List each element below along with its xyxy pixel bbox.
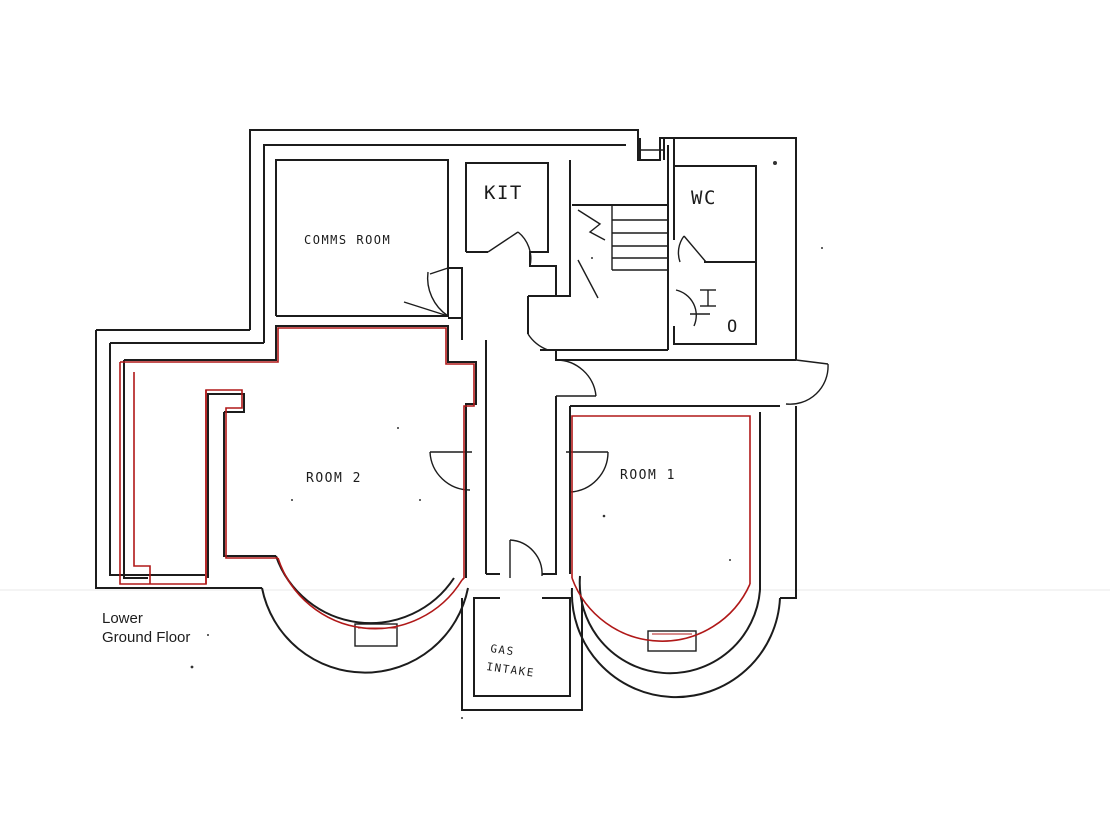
bay-window-room1 bbox=[647, 630, 697, 652]
room-1-label: ROOM 1 bbox=[620, 468, 676, 483]
outer-walls bbox=[95, 129, 797, 699]
room-1: ROOM 1 bbox=[569, 406, 761, 675]
comms-room: COMMS ROOM bbox=[275, 159, 449, 317]
comms-room-label: COMMS ROOM bbox=[304, 233, 391, 247]
boiler-symbol: O bbox=[727, 317, 739, 337]
gas-intake-label-line1: GAS bbox=[490, 642, 516, 658]
wc-label: WC bbox=[691, 187, 717, 209]
floor-label: Lower Ground Floor bbox=[102, 609, 190, 647]
staircase bbox=[530, 138, 669, 350]
gas-intake-room: GAS INTAKE bbox=[461, 597, 583, 711]
room-2-label: ROOM 2 bbox=[306, 471, 362, 486]
room-2: ROOM 2 bbox=[119, 325, 477, 630]
gas-intake-label-line2: INTAKE bbox=[486, 660, 536, 680]
floor-label-line2: Ground Floor bbox=[102, 629, 191, 646]
floor-label-line1: Lower bbox=[102, 610, 143, 627]
kitchen-label: KIT bbox=[484, 182, 523, 204]
kitchen: KIT bbox=[465, 162, 549, 267]
scan-specks bbox=[190, 161, 823, 719]
bay-window-room2 bbox=[354, 623, 398, 647]
wc-room: WC O bbox=[673, 138, 757, 345]
central-hallway bbox=[403, 267, 829, 578]
